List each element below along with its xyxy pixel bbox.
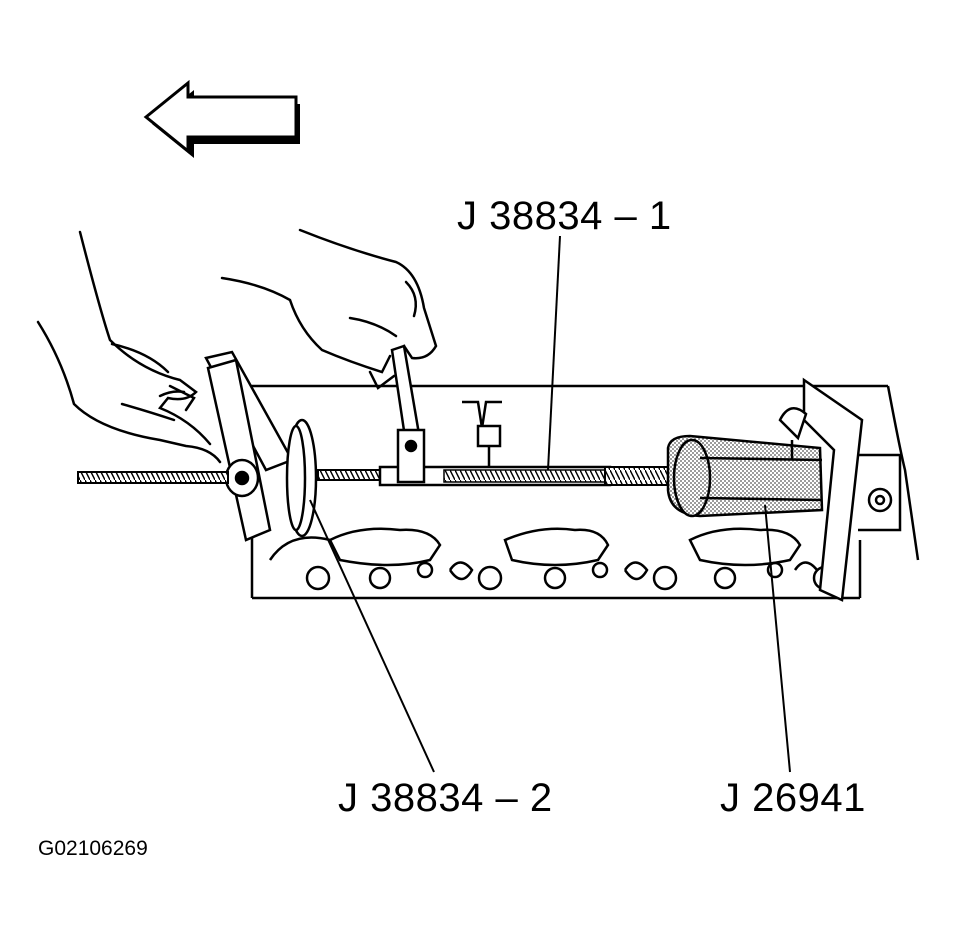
leader-j26941 <box>764 504 791 773</box>
slide-hammer <box>666 377 864 602</box>
technician-hands <box>36 228 438 464</box>
figure-id: G02106269 <box>38 837 148 860</box>
leader-j38834-1 <box>547 235 561 471</box>
callout-j38834-1: J 38834 – 1 <box>457 194 672 238</box>
callout-j26941: J 26941 <box>720 776 866 820</box>
compressor-bar <box>378 344 676 487</box>
valve-spring-compressor-adapter <box>204 350 318 542</box>
callout-j38834-2: J 38834 – 2 <box>338 776 553 820</box>
arrow-left-icon <box>143 79 300 158</box>
leader-j38834-2 <box>309 499 435 773</box>
callout-leaders <box>309 235 791 773</box>
